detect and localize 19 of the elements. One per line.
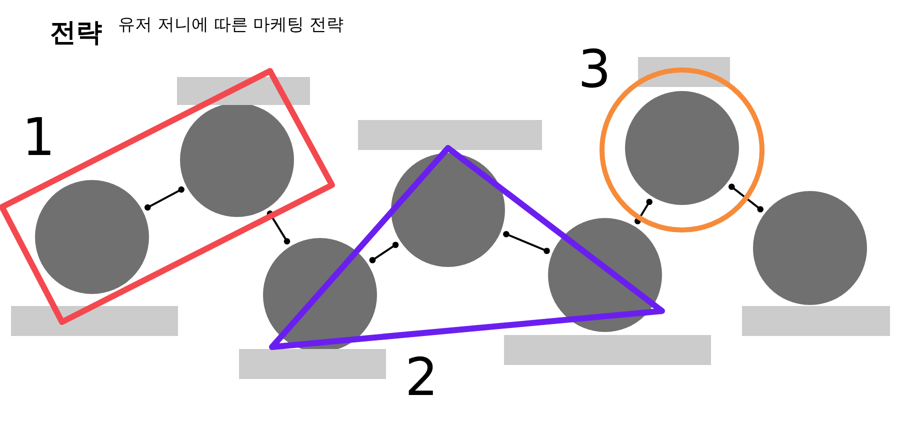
placeholder-bar	[11, 306, 178, 336]
connector	[266, 210, 290, 244]
placeholder-bar	[504, 335, 711, 365]
connector	[503, 230, 550, 254]
stage-circle	[625, 91, 739, 205]
connector	[728, 184, 764, 212]
placeholder-bar	[742, 306, 890, 336]
connector	[634, 198, 652, 224]
connector	[144, 186, 184, 211]
callout-number: 2	[405, 352, 438, 404]
stage-circle	[35, 180, 149, 294]
placeholder-bar	[239, 349, 386, 379]
stage-circle	[180, 103, 294, 217]
callout-number: 3	[578, 44, 612, 96]
callout-number: 1	[22, 112, 56, 164]
title: 전략	[50, 18, 102, 50]
subtitle: 유저 저니에 따른 마케팅 전략	[118, 15, 344, 36]
placeholder-bar	[358, 120, 542, 150]
connector	[369, 242, 399, 264]
